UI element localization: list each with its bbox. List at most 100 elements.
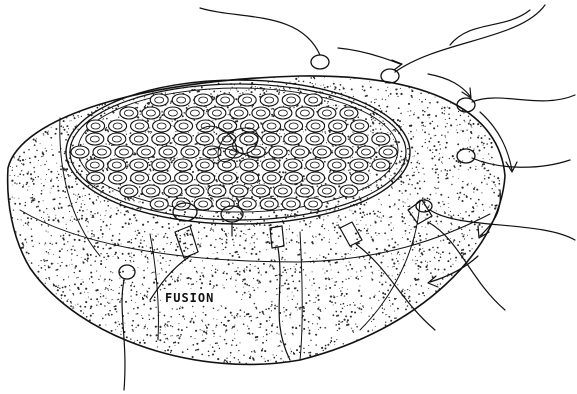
stipple-dot [476,189,478,191]
stipple-dot [77,95,78,96]
stipple-dot [337,330,338,331]
stipple-dot [3,335,4,336]
stipple-dot [205,78,207,80]
stipple-dot [50,106,52,108]
stipple-dot [500,257,502,259]
stipple-dot [155,235,157,237]
stipple-dot [432,247,434,249]
stipple-dot [78,165,80,167]
stipple-dot [176,362,177,363]
stipple-dot [458,86,459,87]
stipple-dot [441,364,443,366]
stipple-dot [437,372,438,373]
stipple-dot [485,120,487,122]
stipple-dot [500,290,501,291]
stipple-dot [239,316,240,317]
stipple-dot [10,319,12,321]
stipple-dot [258,258,260,260]
stipple-dot [393,332,395,334]
stipple-dot [116,311,117,312]
stipple-dot [12,167,13,168]
stipple-dot [340,219,342,221]
stipple-dot [201,87,203,89]
stipple-dot [449,158,450,159]
stipple-dot [140,80,142,82]
stipple-dot [26,332,28,334]
stipple-dot [477,374,478,375]
stipple-dot [430,261,431,262]
stipple-dot [371,236,373,238]
stipple-dot [179,238,181,240]
stipple-dot [459,308,460,309]
stipple-dot [259,312,261,314]
stipple-dot [469,167,471,169]
stipple-dot [265,361,267,363]
stipple-dot [92,363,94,365]
stipple-dot [183,157,184,158]
stipple-dot [422,226,423,227]
stipple-dot [167,70,169,72]
stipple-dot [259,183,260,184]
stipple-dot [49,243,51,245]
stipple-dot [143,74,144,75]
stipple-dot [243,270,245,272]
stipple-dot [29,340,31,342]
stipple-dot [22,244,24,246]
stipple-dot [403,217,405,219]
stipple-dot [447,123,448,124]
stipple-dot [150,335,152,337]
stipple-dot [127,210,129,212]
stipple-dot [183,366,184,367]
stipple-dot [216,284,218,286]
stipple-dot [279,372,280,373]
stipple-dot [455,294,456,295]
stipple-dot [408,206,409,207]
stipple-dot [1,199,2,200]
stipple-dot [29,110,30,111]
stipple-dot [41,267,43,269]
stipple-dot [40,347,41,348]
stipple-dot [195,349,196,350]
stipple-dot [162,284,164,286]
stipple-dot [309,223,310,224]
stipple-dot [200,276,202,278]
stipple-dot [403,124,404,125]
stipple-dot [190,244,192,246]
stipple-dot [57,346,58,347]
stipple-dot [438,174,439,175]
stipple-dot [420,375,421,376]
stipple-dot [13,275,14,276]
stipple-dot [225,307,227,309]
stipple-dot [93,236,94,237]
stipple-dot [405,290,406,291]
stipple-dot [52,109,53,110]
stipple-dot [77,287,79,289]
stipple-dot [46,278,47,279]
stipple-dot [180,336,181,337]
stipple-dot [79,209,81,211]
stipple-dot [77,129,78,130]
stipple-dot [400,93,402,95]
stipple-dot [155,372,156,373]
stipple-dot [475,243,477,245]
stipple-dot [471,183,472,184]
stipple-dot [472,210,474,212]
stipple-dot [172,375,173,376]
stipple-dot [50,180,52,182]
stipple-dot [134,81,136,83]
stipple-dot [405,202,406,203]
stipple-dot [414,247,415,248]
stipple-dot [387,87,388,88]
stipple-dot [406,175,407,176]
stipple-dot [419,250,420,251]
stipple-dot [506,332,508,334]
stipple-dot [264,224,266,226]
stipple-dot [403,259,404,260]
stipple-dot [318,287,320,289]
stipple-dot [500,344,502,346]
stipple-dot [29,158,31,160]
stipple-dot [88,222,89,223]
stipple-dot [431,315,433,317]
stipple-dot [257,182,258,183]
stipple-dot [3,275,5,277]
